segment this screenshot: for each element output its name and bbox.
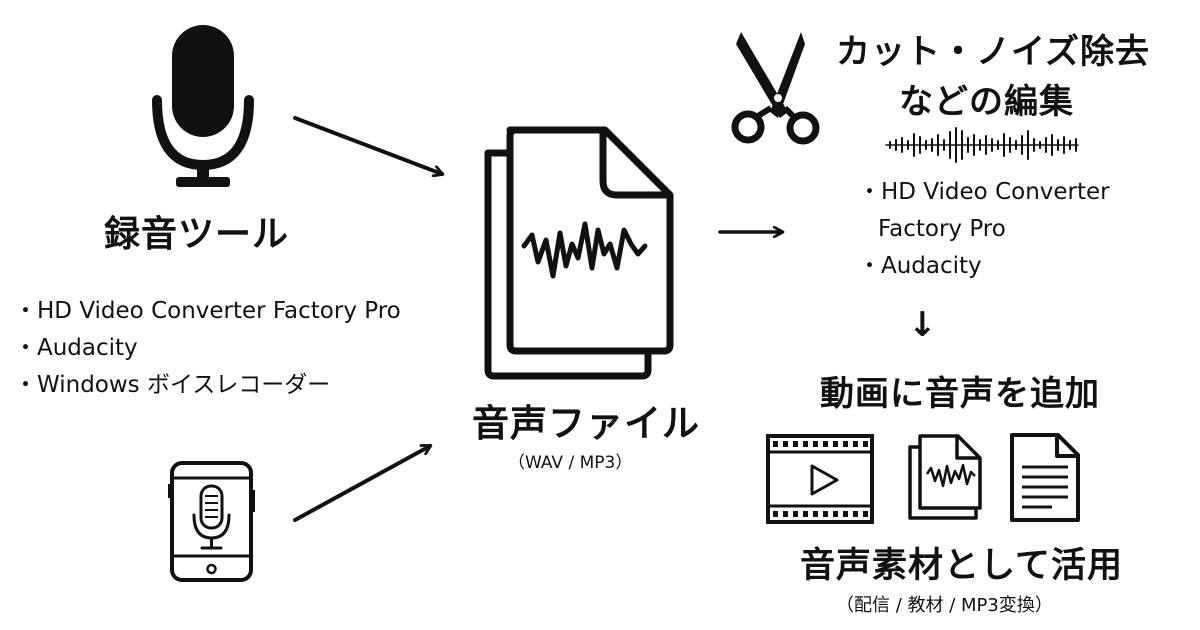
waveform-icon bbox=[885, 127, 1079, 163]
scissors-icon bbox=[731, 32, 820, 145]
audio-file-title: 音声ファイル bbox=[472, 402, 700, 445]
document-icon bbox=[1010, 433, 1080, 522]
arrow-mic-to-file bbox=[293, 116, 442, 174]
smartphone-mic-icon bbox=[168, 461, 255, 582]
arrow-phone-to-file bbox=[293, 444, 430, 522]
editing-title-line2: などの編集 bbox=[899, 82, 1074, 122]
microphone-icon bbox=[152, 25, 254, 187]
list-item: ・HD Video Converter Factory Pro bbox=[14, 298, 401, 324]
video-film-icon bbox=[766, 434, 874, 524]
arrow-down-icon: ↓ bbox=[908, 305, 937, 345]
add-to-video-title: 動画に音声を追加 bbox=[820, 374, 1100, 414]
material-note: （配信 / 教材 / MP3変換） bbox=[836, 595, 1053, 616]
list-item: ・Audacity bbox=[858, 253, 982, 279]
recording-tool-list: ・HD Video Converter Factory Pro ・Audacit… bbox=[14, 293, 401, 404]
list-item: ・Windows ボイスレコーダー bbox=[14, 372, 331, 398]
audio-file-formats: （WAV / MP3） bbox=[508, 453, 633, 473]
editing-title-line1: カット・ノイズ除去 bbox=[836, 32, 1150, 72]
material-title: 音声素材として活用 bbox=[800, 546, 1123, 586]
recording-tool-title: 録音ツール bbox=[104, 214, 290, 255]
list-item: ・HD Video Converter bbox=[858, 179, 1110, 205]
list-item: ・Audacity bbox=[14, 335, 138, 361]
audio-file-icon bbox=[484, 126, 674, 380]
small-audio-file-icon bbox=[908, 434, 982, 520]
editing-tool-list: ・HD Video Converter Factory Pro ・Audacit… bbox=[858, 174, 1110, 285]
list-item: Factory Pro bbox=[878, 216, 1006, 242]
